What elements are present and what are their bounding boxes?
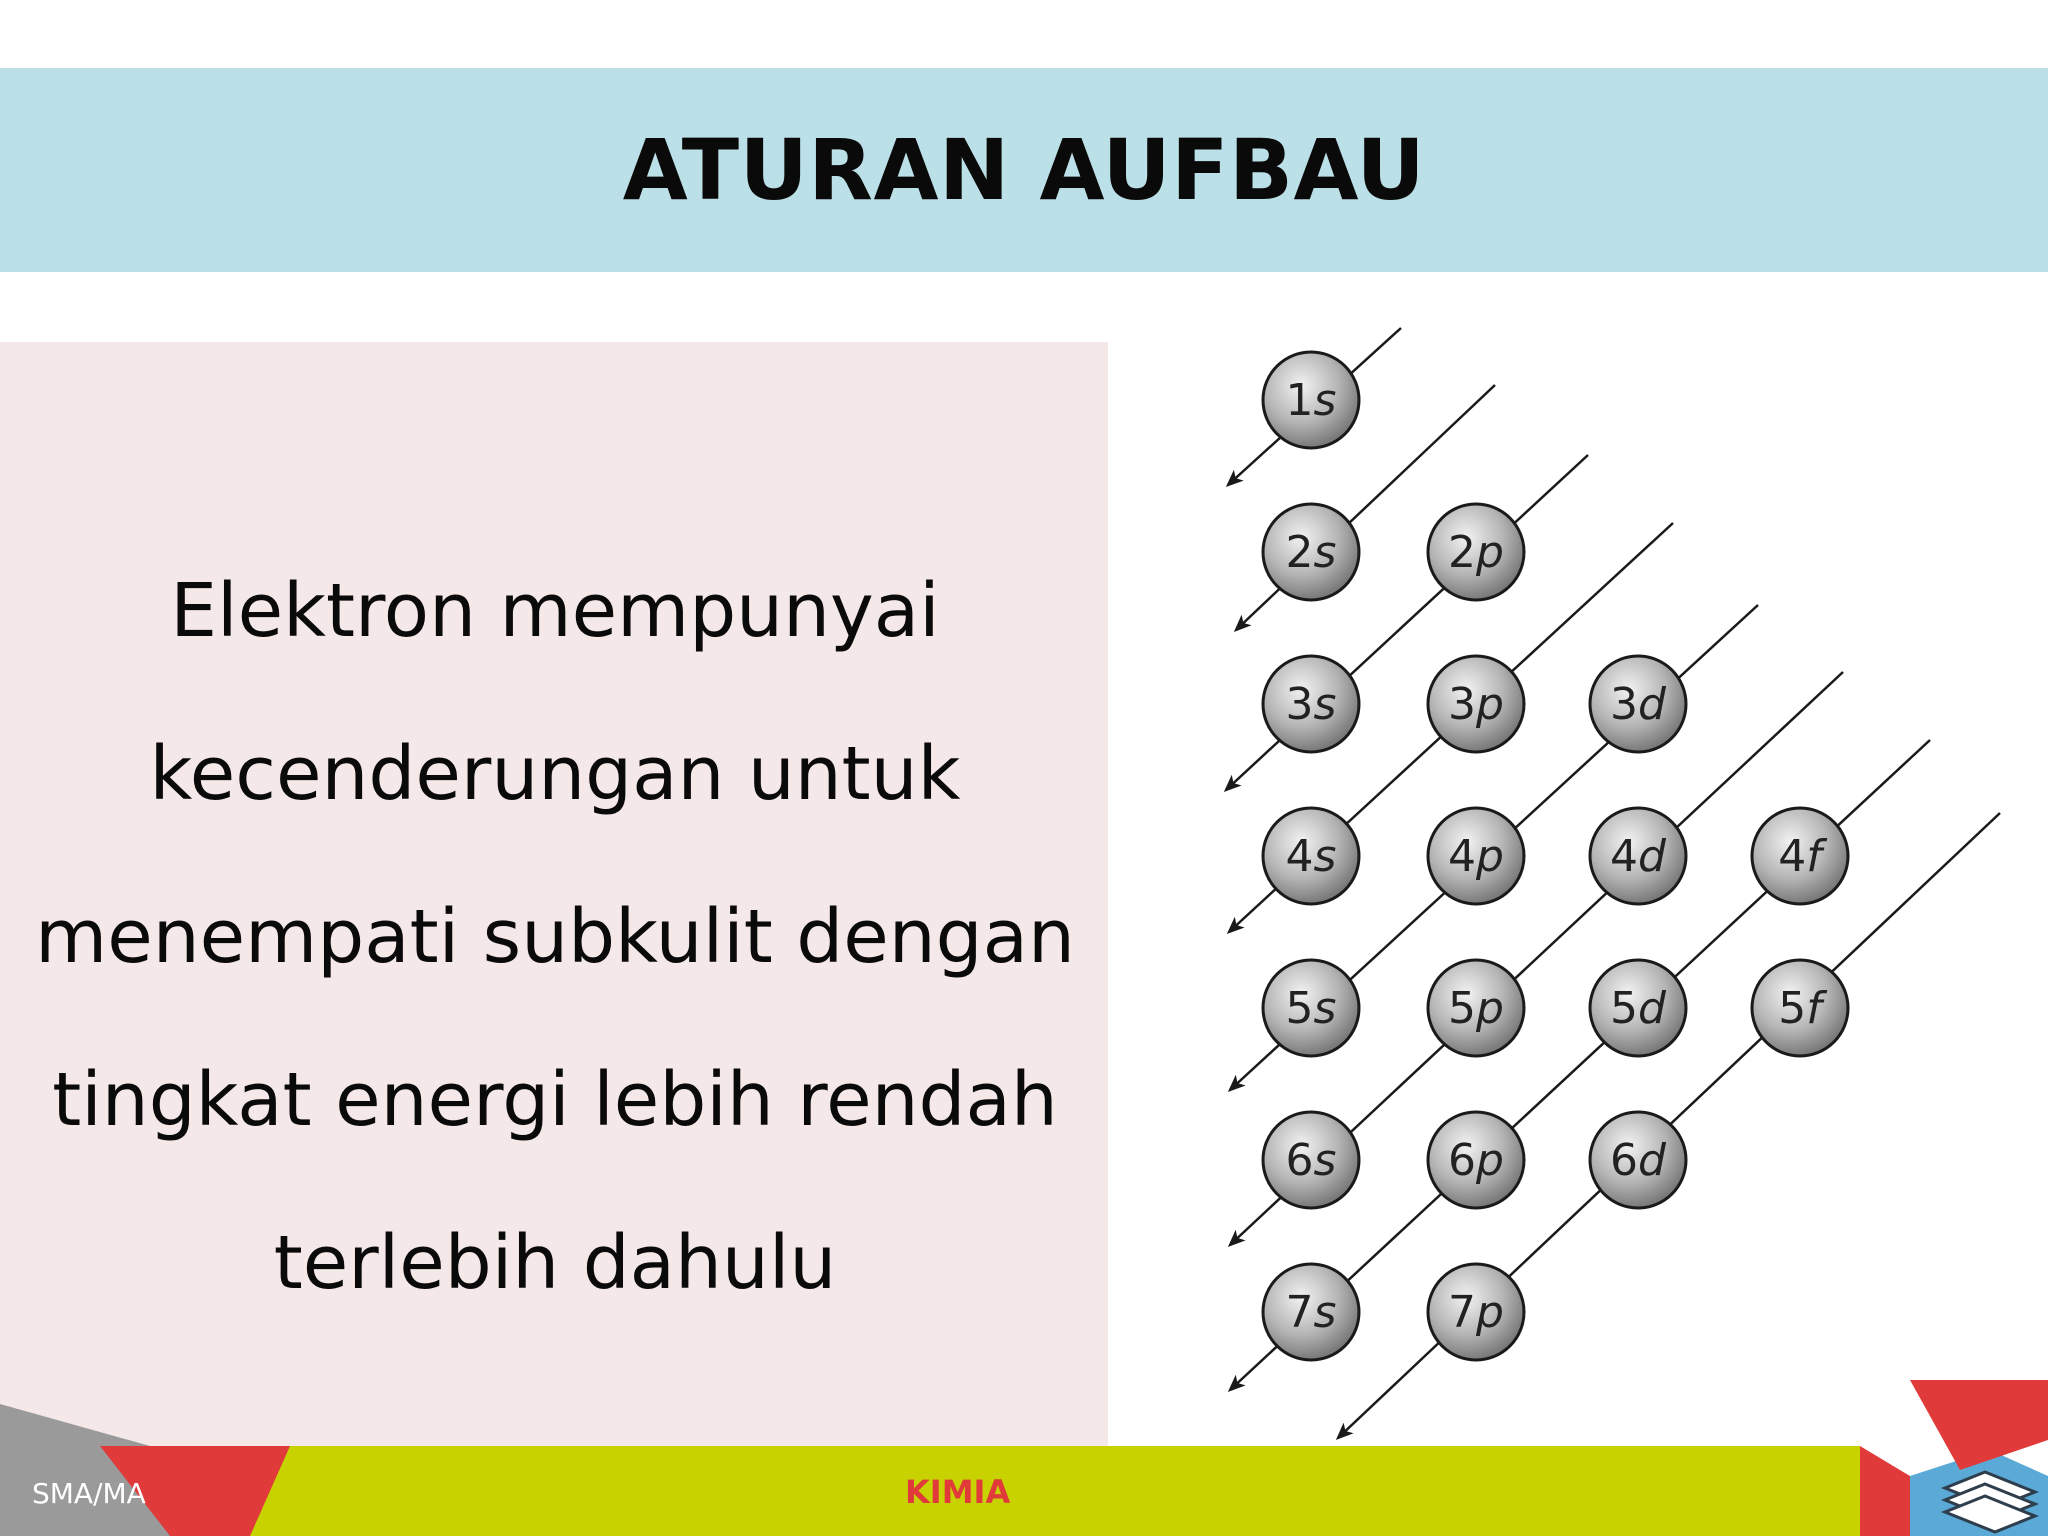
orbital-1s: 1s [1261,350,1361,450]
svg-text:6s: 6s [1286,1135,1337,1186]
orbital-5d: 5d [1588,958,1688,1058]
svg-text:2p: 2p [1448,527,1504,578]
svg-text:4s: 4s [1286,831,1337,882]
orbital-4p: 4p [1426,806,1526,906]
footer-bar [0,1380,2048,1536]
footer-red-corner [1910,1380,2048,1470]
footer-green-band [250,1446,1860,1536]
orbital-3s: 3s [1261,654,1361,754]
svg-text:3d: 3d [1610,679,1667,730]
text-line-1: Elektron mempunyai [170,568,940,654]
footer-red-right [1860,1446,1910,1536]
svg-text:5s: 5s [1286,983,1337,1034]
orbital-7p: 7p [1426,1262,1526,1362]
orbital-3d: 3d [1588,654,1688,754]
svg-text:3s: 3s [1286,679,1337,730]
svg-text:6p: 6p [1448,1135,1504,1186]
orbital-5s: 5s [1261,958,1361,1058]
orbital-6s: 6s [1261,1110,1361,1210]
text-line-3: menempati subkulit dengan [35,894,1075,980]
orbital-5p: 5p [1426,958,1526,1058]
aufbau-diagram: 1s 2s 2p 3s 3p 3d 4s 4p 4d 4f 5s 5p 5d 5f 6s 6p 6d 7s 7p [1223,327,2001,1441]
orbital-2p: 2p [1426,502,1526,602]
svg-text:5f: 5f [1778,983,1828,1034]
text-line-4: tingkat energi lebih rendah [52,1057,1058,1143]
orbital-6p: 6p [1426,1110,1526,1210]
text-panel [0,342,1108,1462]
slide-title: ATURAN AUFBAU [622,121,1426,219]
orbital-5f: 5f [1750,958,1850,1058]
orbital-4s: 4s [1261,806,1361,906]
svg-text:1s: 1s [1286,375,1337,426]
svg-text:6d: 6d [1610,1135,1667,1186]
orbital-4d: 4d [1588,806,1688,906]
orbital-2s: 2s [1261,502,1361,602]
svg-text:5d: 5d [1610,983,1667,1034]
svg-text:4d: 4d [1610,831,1667,882]
svg-text:5p: 5p [1448,983,1504,1034]
orbital-3p: 3p [1426,654,1526,754]
orbital-6d: 6d [1588,1110,1688,1210]
orbital-4f: 4f [1750,806,1850,906]
title-band: ATURAN AUFBAU [0,68,2048,272]
text-line-5: terlebih dahulu [273,1220,837,1306]
svg-text:2s: 2s [1286,527,1337,578]
svg-text:4f: 4f [1778,831,1828,882]
svg-text:7s: 7s [1286,1287,1337,1338]
svg-text:3p: 3p [1448,679,1504,730]
books-icon [1940,1470,2040,1534]
footer-level-label: SMA/MA [32,1477,146,1510]
footer-subject-label: KIMIA [905,1473,1011,1511]
body-text: Elektron mempunyai kecenderungan untuk m… [20,530,1090,1345]
orbital-7s: 7s [1261,1262,1361,1362]
svg-text:4p: 4p [1448,831,1504,882]
svg-text:7p: 7p [1448,1287,1504,1338]
text-line-2: kecenderungan untuk [149,731,961,817]
